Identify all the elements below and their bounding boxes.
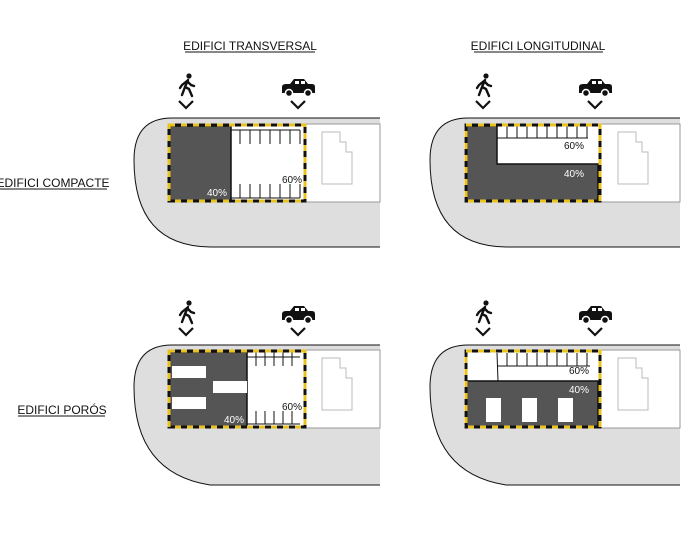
car-icon: [578, 305, 613, 325]
pedestrian-icon: [475, 72, 493, 98]
panel-compacte-longitudinal: 60% 40%: [429, 72, 681, 248]
pct-built: 40%: [564, 169, 584, 180]
panel-poros-longitudinal: 60% 40%: [429, 299, 681, 486]
panel-poros-transversal: 40% 60%: [133, 299, 381, 486]
column-title-transversal: EDIFICI TRANSVERSAL: [183, 39, 317, 53]
panel-compacte-transversal: 40% 60%: [133, 72, 381, 248]
column-title-longitudinal: EDIFICI LONGITUDINAL: [471, 39, 606, 53]
pct-open: 60%: [564, 141, 584, 152]
pct-built: 40%: [569, 385, 589, 396]
chevron-down-icon: [289, 99, 307, 110]
car-icon: [281, 78, 316, 98]
car-icon: [281, 305, 316, 325]
pct-open: 60%: [569, 366, 589, 377]
car-icon: [578, 78, 613, 98]
chevron-down-icon: [586, 326, 604, 337]
chevron-down-icon: [289, 326, 307, 337]
pct-built: 40%: [224, 415, 244, 426]
chevron-down-icon: [177, 326, 195, 337]
pct-open: 60%: [282, 175, 302, 186]
row-title-poros: EDIFICI PORÓS: [17, 402, 106, 417]
chevron-down-icon: [177, 99, 195, 110]
pedestrian-icon: [178, 299, 196, 325]
pct-open: 60%: [282, 402, 302, 413]
pedestrian-icon: [178, 72, 196, 98]
row-title-compacte: EDIFICI COMPACTE: [0, 176, 110, 190]
pct-built: 40%: [207, 188, 227, 199]
chevron-down-icon: [586, 99, 604, 110]
chevron-down-icon: [474, 99, 492, 110]
chevron-down-icon: [474, 326, 492, 337]
pedestrian-icon: [475, 299, 493, 325]
